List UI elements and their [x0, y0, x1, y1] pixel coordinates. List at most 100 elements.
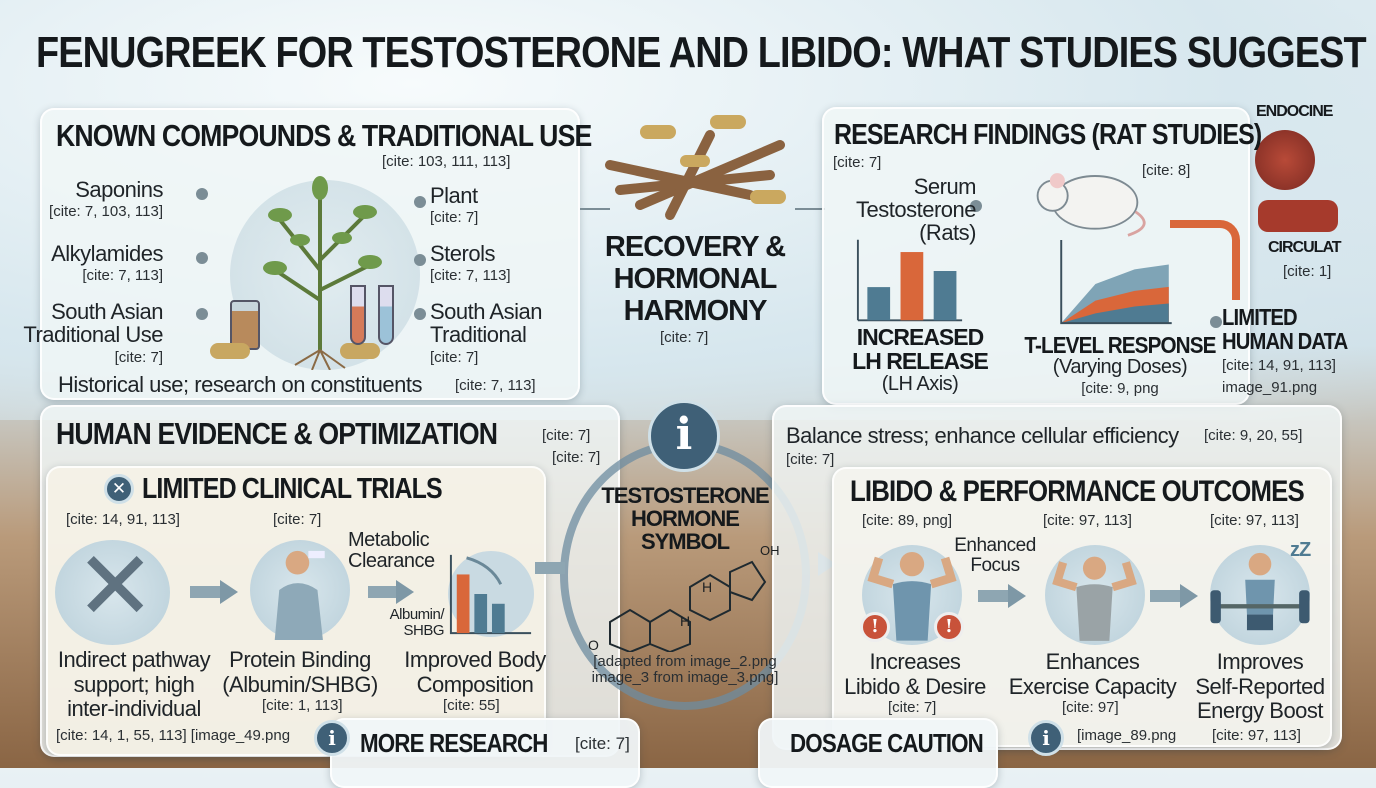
weightlifter-figure	[1210, 552, 1310, 631]
lh-bar-chart-icon	[856, 239, 963, 322]
warning-icon: !	[860, 612, 890, 642]
protein-binding-cite: [cite: 1, 113]	[262, 697, 343, 714]
compound-south-asian-traditional: South Asian Traditional	[430, 299, 542, 348]
compounds-footer-cite: [cite: 7, 113]	[455, 377, 536, 394]
page-title: FENUGREEK FOR TESTOSTERONE AND LIBIDO: W…	[36, 28, 1367, 77]
outcomes-intro-cite-2: [cite: 7]	[786, 451, 835, 468]
connector-dot	[196, 252, 208, 264]
clinical-trials-heading: LIMITED CLINICAL TRIALS	[142, 473, 443, 505]
o-label: O	[588, 637, 599, 653]
x-mark-icon	[55, 540, 170, 645]
rat-studies-panel	[822, 107, 1250, 405]
compound-alkylamides: Alkylamides	[51, 241, 163, 266]
outcomes-heading: LIBIDO & PERFORMANCE OUTCOMES	[850, 475, 1305, 508]
t-level-cite: [cite: 9, png	[1081, 380, 1159, 397]
outcome-3-label: Improves Self-Reported Energy Boost	[1195, 649, 1325, 724]
outcome-1-cite: [cite: 7]	[888, 699, 937, 716]
recovery-heading: RECOVERY & HORMONAL HARMONY	[604, 231, 786, 327]
arrow-right-icon	[1180, 584, 1198, 608]
more-research-label: MORE RESEARCH	[360, 728, 548, 758]
compound-plant: Plant	[430, 183, 478, 208]
human-cite-1: [cite: 7]	[542, 427, 591, 444]
limited-human-data-image: image_91.png	[1222, 379, 1318, 396]
limited-human-data-cite: [cite: 14, 91, 113]	[1222, 357, 1336, 374]
clinical-cite-a: [cite: 14, 91, 113]	[66, 511, 180, 528]
fenugreek-roots-capsules-icon	[605, 115, 786, 220]
info-icon[interactable]: i	[648, 400, 720, 472]
indirect-pathway-label: Indirect pathway support; high inter-ind…	[57, 647, 211, 722]
rat-icon	[1036, 173, 1146, 237]
compound-alkylamides-cite: [cite: 7, 113]	[82, 267, 163, 284]
blood-vessel-icon	[1255, 130, 1315, 190]
testosterone-molecule-icon	[609, 560, 767, 652]
x-mark-glyph: ✕	[75, 530, 156, 642]
man-drinking-figure	[274, 550, 325, 640]
serum-testosterone-label: Serum Testosterone (Rats)	[856, 174, 976, 246]
bar	[900, 252, 924, 321]
compound-plant-cite: [cite: 7]	[430, 209, 479, 226]
circulat-cite: [cite: 1]	[1283, 263, 1332, 280]
human-cite-2: [cite: 7]	[552, 449, 601, 466]
circulat-label: CIRCULAT	[1268, 239, 1342, 256]
testosterone-symbol-heading: TESTOSTERONE HORMONE SYMBOL	[601, 483, 769, 555]
t-level-area-chart-icon	[1060, 240, 1172, 325]
protein-binding-label: Protein Binding (Albumin/SHBG)	[222, 647, 378, 697]
compounds-heading: KNOWN COMPOUNDS & TRADITIONAL USE	[56, 118, 592, 153]
indirect-pathway-cite: [cite: 14, 1, 55, 113] [image_49.png	[56, 727, 291, 744]
capsule-icon	[210, 343, 250, 359]
rat-cite: [cite: 7]	[833, 154, 882, 171]
warning-icon: !	[934, 612, 964, 642]
compound-south-asian-traditional-cite: [cite: 7]	[430, 349, 479, 366]
molecule-caption: [adapted from image_2.png image_3 from i…	[591, 653, 779, 686]
outcome-2-cite: [cite: 97]	[1062, 699, 1119, 716]
compound-south-asian-use-cite: [cite: 7]	[114, 349, 163, 366]
connector-line	[795, 208, 825, 210]
connector-dot	[414, 254, 426, 266]
arrow-shaft	[535, 562, 565, 574]
artery-icon	[1258, 200, 1338, 232]
arrow-shaft	[1150, 590, 1180, 602]
more-research-cite: [cite: 7]	[575, 734, 630, 753]
compounds-cite: [cite: 103, 111, 113]	[382, 153, 511, 170]
arrow-right-icon	[1008, 584, 1026, 608]
body-composition-cite: [cite: 55]	[443, 697, 500, 714]
cite-8: [cite: 8]	[1142, 162, 1191, 179]
info-icon[interactable]: i	[1028, 720, 1064, 756]
flexing-man-figure	[867, 551, 957, 641]
body-composition-chart-icon	[447, 550, 535, 638]
metabolic-clearance-label: Metabolic Clearance	[348, 529, 435, 572]
outcome-2-top-cite: [cite: 97, 113]	[1043, 512, 1132, 529]
outcome-3-top-cite: [cite: 97, 113]	[1210, 512, 1299, 529]
capsule-icon	[340, 343, 380, 359]
compounds-footer: Historical use; research on constituents	[58, 372, 422, 397]
plant-icon	[263, 176, 382, 370]
outcome-2-label: Enhances Exercise Capacity	[1008, 649, 1177, 699]
compound-sterols: Sterols	[430, 241, 495, 266]
outcomes-intro: Balance stress; enhance cellular efficie…	[786, 423, 1179, 448]
orange-arrow-icon	[1170, 220, 1240, 300]
connector-dot	[196, 188, 208, 200]
clinical-cite-b: [cite: 7]	[273, 511, 322, 528]
body-composition-label: Improved Body Composition	[404, 647, 546, 697]
arrow-shaft	[978, 590, 1008, 602]
outcome-2-image: [image_89.png	[1077, 727, 1177, 744]
compound-saponins: Saponins	[75, 177, 163, 202]
connector-line	[580, 208, 610, 210]
sleep-zz-icon: zZ	[1290, 539, 1311, 561]
enhanced-focus-label: Enhanced Focus	[954, 535, 1036, 576]
human-heading: HUMAN EVIDENCE & OPTIMIZATION	[56, 416, 498, 451]
compound-saponins-cite: [cite: 7, 103, 113]	[49, 203, 163, 220]
oh-label: OH	[760, 543, 780, 558]
h-label-1: H	[702, 579, 713, 595]
x-circle-icon: ✕	[104, 474, 134, 504]
connector-dot	[970, 200, 982, 212]
athletic-man-figure	[1052, 556, 1137, 641]
arrow-shaft	[368, 586, 396, 598]
albumin-shbg-label: Albumin/ SHBG	[389, 606, 445, 639]
h-label-2: H	[680, 613, 691, 629]
outcome-1-label: Increases Libido & Desire	[844, 649, 986, 699]
t-level-heading: T-LEVEL RESPONSE	[1024, 332, 1216, 358]
bar	[867, 287, 891, 321]
bar	[933, 271, 957, 321]
info-icon[interactable]: i	[314, 720, 350, 756]
